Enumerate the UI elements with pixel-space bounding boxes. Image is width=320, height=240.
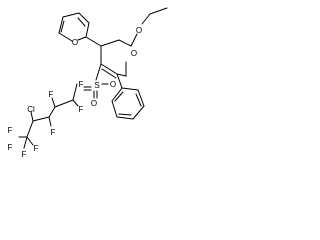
atom-f-6: F xyxy=(8,143,13,152)
bond xyxy=(78,12,90,24)
bond xyxy=(60,20,65,33)
atom-f-8: F xyxy=(22,150,27,159)
bond xyxy=(95,63,102,81)
bond xyxy=(116,116,134,120)
bond xyxy=(85,36,102,47)
bond xyxy=(58,16,64,34)
bond xyxy=(100,39,120,47)
bond xyxy=(100,63,118,75)
atom-f-5: F xyxy=(8,126,13,135)
atom-labels: O O O S O O Cl F F F F F F F F xyxy=(8,26,143,159)
bond xyxy=(149,7,168,15)
bond xyxy=(135,93,142,107)
bond xyxy=(141,13,151,25)
bond xyxy=(111,87,123,102)
bond xyxy=(72,99,79,107)
bond xyxy=(101,68,117,79)
bond xyxy=(62,12,80,18)
bond xyxy=(118,113,132,116)
bond xyxy=(121,87,139,91)
bond xyxy=(116,73,127,77)
bond xyxy=(116,73,123,89)
bond xyxy=(132,105,145,120)
bond xyxy=(114,91,124,102)
bond xyxy=(72,83,78,101)
bond xyxy=(26,136,34,146)
atom-f-4: F xyxy=(51,128,56,137)
bond xyxy=(48,116,52,127)
bond xyxy=(32,116,50,122)
atom-o-ether: O xyxy=(136,26,142,35)
bond xyxy=(111,100,118,118)
bond xyxy=(51,97,56,108)
bond xyxy=(26,120,34,138)
bond xyxy=(23,136,28,149)
atom-o-furan: O xyxy=(72,38,78,47)
atom-f-2: F xyxy=(79,105,84,114)
atom-f-7: F xyxy=(34,144,39,153)
bond xyxy=(30,111,34,122)
bond xyxy=(58,32,73,42)
atom-cl: Cl xyxy=(27,105,35,114)
bond xyxy=(85,22,90,38)
bond xyxy=(77,17,86,27)
atom-o-sulfonyl-2: O xyxy=(110,80,116,89)
bond xyxy=(130,33,138,47)
atom-o-ring: O xyxy=(131,49,137,58)
bond xyxy=(137,89,145,107)
bonds xyxy=(18,7,168,149)
atom-o-sulfonyl-1: O xyxy=(91,99,97,108)
atom-s: S xyxy=(94,81,99,90)
bond xyxy=(48,106,56,118)
bond xyxy=(54,99,74,108)
atom-f-1: F xyxy=(79,80,84,89)
bond xyxy=(77,36,87,41)
atom-f-3: F xyxy=(49,90,54,99)
structure-diagram: O O O S O O Cl F F F F F F F F xyxy=(8,7,168,159)
bond xyxy=(118,39,132,47)
